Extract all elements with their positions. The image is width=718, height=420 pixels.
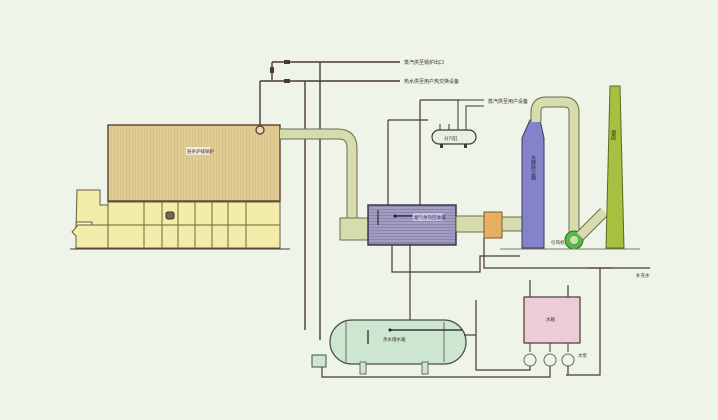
label-chimney: 烟囱 <box>610 129 616 141</box>
water-box <box>523 296 581 344</box>
label-pumps: 水泵 <box>578 352 587 359</box>
hx-label-box <box>413 213 443 221</box>
chimney <box>605 85 625 249</box>
top-header-lines <box>259 61 400 340</box>
scrubber-tower: 水膜除尘器 <box>521 119 545 249</box>
steam-drum-port <box>255 125 265 135</box>
label-heat-exchanger: 烟气余热回收器 <box>414 214 446 221</box>
scrubber-outlet-duct-fill <box>531 97 579 238</box>
boiler-label-box <box>186 147 210 155</box>
label-make-up-water: 补充水 <box>636 272 650 279</box>
circulation-pump <box>311 354 327 368</box>
label-deaerator: 热水储水箱 <box>383 336 406 343</box>
storage-tank: 热水储水箱 <box>329 319 467 375</box>
duct-to-collector <box>455 215 485 233</box>
flue-duct-fill <box>280 129 357 222</box>
heat-exchanger: 烟气余热回收器 <box>367 204 457 246</box>
boiler-stripes <box>109 126 279 200</box>
boiler-base-grid <box>108 202 280 248</box>
label-distributor-out: 蒸汽供至用户设备 <box>488 98 528 105</box>
feeder <box>71 224 109 249</box>
furnace-door <box>165 211 175 220</box>
boiler: 链条炉排锅炉 <box>70 124 290 250</box>
pump-icon <box>523 353 537 367</box>
collector-flange <box>483 211 503 239</box>
pump-icon <box>543 353 557 367</box>
label-water-tank: 水箱 <box>546 316 555 323</box>
valve-icon <box>270 60 290 83</box>
label-top-line-2: 热水供至用户热交换设备 <box>404 78 459 85</box>
label-fan: 引风机 <box>551 239 565 246</box>
label-scrubber: 水膜除尘器 <box>530 154 536 181</box>
hx-piping <box>387 99 612 308</box>
label-boiler: 链条炉排锅炉 <box>187 148 214 155</box>
label-distributor: 分汽缸 <box>444 135 458 142</box>
label-top-line-1: 蒸汽供至锅炉出口 <box>404 59 444 66</box>
pump-icon <box>561 353 575 367</box>
steam-distributor: 分汽缸 <box>431 99 484 148</box>
heat-exchanger-tubes <box>369 207 455 242</box>
duct-to-scrubber <box>501 216 525 232</box>
duct-inlet-box <box>339 217 371 241</box>
